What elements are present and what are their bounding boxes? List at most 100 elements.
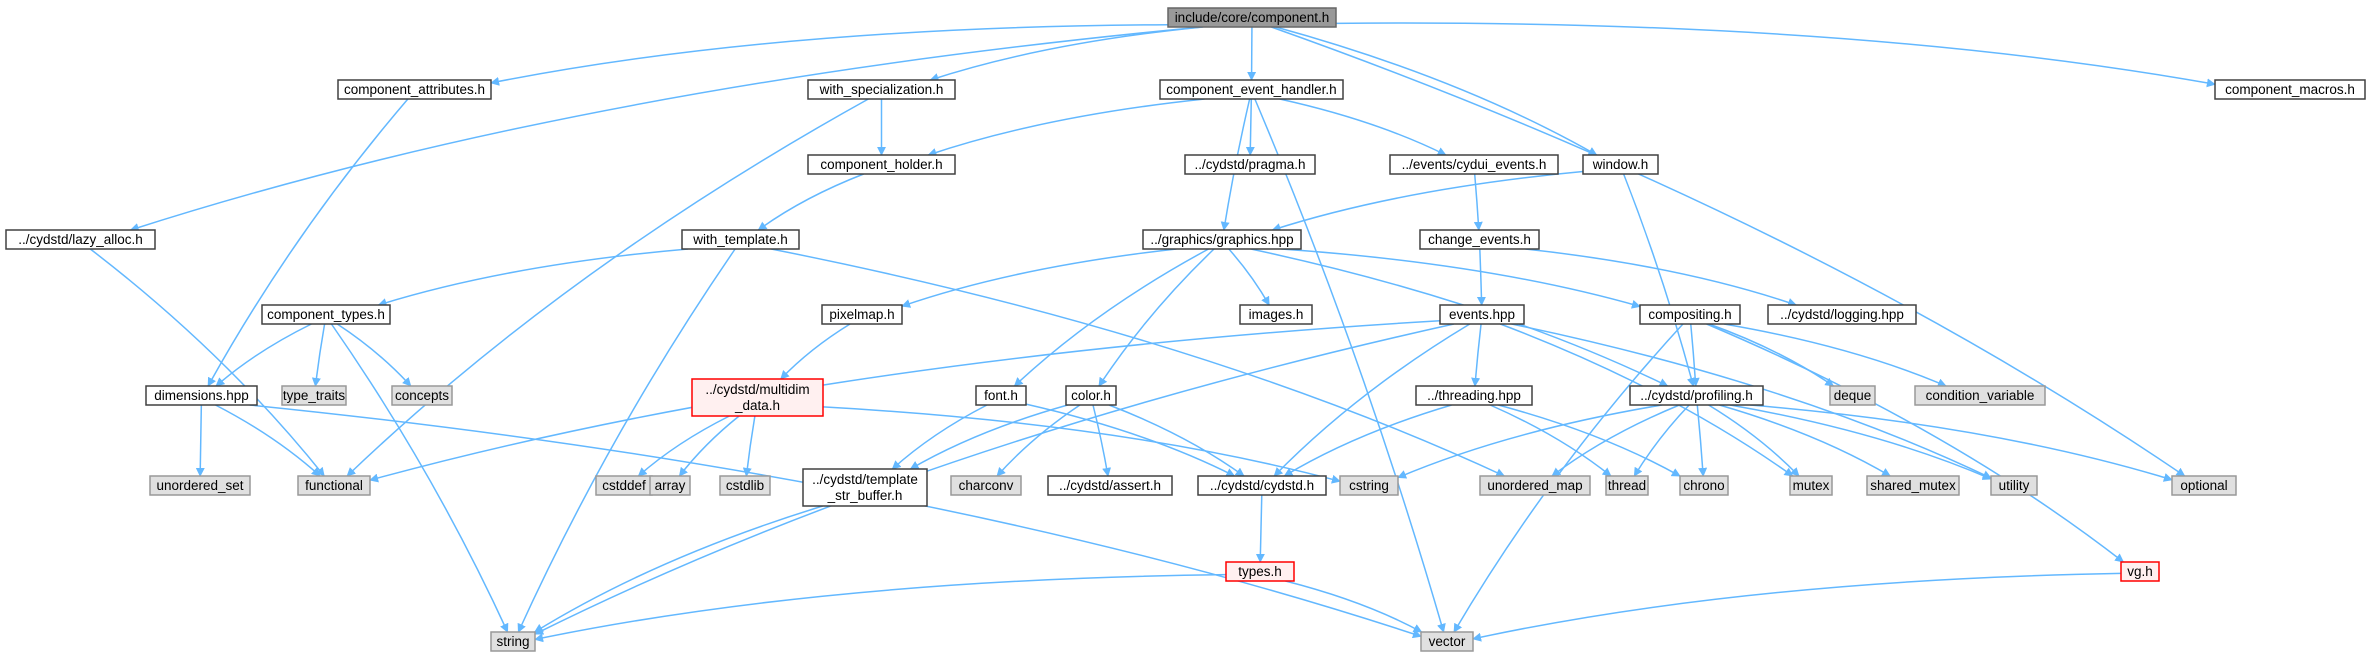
- node-label: component_macros.h: [2225, 82, 2355, 97]
- node-label: ../cydstd/multidim: [705, 382, 809, 397]
- edge-graphics-to-pixelmap: [901, 248, 1177, 308]
- edge-multidim-to-cstring: [822, 406, 1341, 484]
- edge-with_template-to-unordered_map: [771, 248, 1506, 477]
- edge-compositing-to-vg: [1706, 323, 2125, 563]
- edge-lazy_alloc-to-functional: [89, 248, 325, 477]
- edge-template_str-to-string: [533, 505, 823, 633]
- edge-types-to-vector: [1285, 580, 1423, 633]
- node-label: with_template.h: [692, 232, 788, 247]
- node-label: compositing.h: [1648, 307, 1731, 322]
- node-box: [145, 385, 258, 406]
- node-events[interactable]: events.hpp: [1439, 304, 1525, 325]
- edge-events-to-utility: [1511, 323, 1992, 479]
- node-multidim[interactable]: ../cydstd/multidim_data.h: [691, 378, 824, 417]
- node-box: [1419, 229, 1540, 250]
- edge-profiling-to-mutex: [1708, 404, 1800, 477]
- edge-change_events-to-events: [1476, 248, 1486, 306]
- node-optional: optional: [2171, 475, 2237, 496]
- node-images[interactable]: images.h: [1239, 304, 1313, 325]
- node-vector: vector: [1420, 631, 1474, 652]
- node-lazy_alloc[interactable]: ../cydstd/lazy_alloc.h: [5, 229, 156, 250]
- node-label: optional: [2180, 478, 2227, 493]
- edge-font-to-cydstd: [1025, 403, 1236, 477]
- node-change_events[interactable]: change_events.h: [1419, 229, 1540, 250]
- node-box: [649, 475, 691, 496]
- node-vg[interactable]: vg.h: [2120, 561, 2160, 582]
- node-color[interactable]: color.h: [1065, 385, 1117, 406]
- node-threading[interactable]: ../threading.hpp: [1415, 385, 1533, 406]
- node-box: [1439, 304, 1525, 325]
- node-label: ../cydstd/assert.h: [1059, 478, 1161, 493]
- node-box: [975, 385, 1027, 406]
- edge-color-to-template_str: [909, 404, 1068, 470]
- node-assert[interactable]: ../cydstd/assert.h: [1047, 475, 1173, 496]
- node-font[interactable]: font.h: [975, 385, 1027, 406]
- edge-color-to-assert: [1092, 404, 1112, 477]
- node-label: vector: [1429, 634, 1466, 649]
- node-label: vg.h: [2127, 564, 2153, 579]
- edge-profiling-to-shared_mutex: [1719, 404, 1891, 477]
- node-box: [337, 79, 492, 100]
- edge-compositing-to-deque: [1708, 323, 1835, 387]
- node-comp_evt[interactable]: component_event_handler.h: [1159, 79, 1344, 100]
- node-box: [1420, 631, 1474, 652]
- edge-dimensions-to-unordered_set: [195, 404, 205, 477]
- node-box: [1047, 475, 1173, 496]
- node-label: dimensions.hpp: [154, 388, 249, 403]
- node-box: [1639, 304, 1741, 325]
- node-graphics[interactable]: ../graphics/graphics.hpp: [1142, 229, 1302, 250]
- node-box: [681, 229, 800, 250]
- node-comp_holder[interactable]: component_holder.h: [807, 154, 956, 175]
- edge-events-to-cydstd: [1273, 323, 1471, 477]
- node-with_spec[interactable]: with_specialization.h: [807, 79, 956, 100]
- edge-profiling-to-thread: [1633, 404, 1690, 477]
- node-template_str[interactable]: ../cydstd/template_str_buffer.h: [802, 468, 928, 507]
- node-box: [719, 475, 771, 496]
- node-box: [691, 378, 824, 417]
- node-label: pixelmap.h: [829, 307, 894, 322]
- node-box: [802, 468, 928, 507]
- edge-events-to-threading: [1471, 323, 1482, 387]
- node-label: mutex: [1793, 478, 1830, 493]
- node-root[interactable]: include/core/component.h: [1167, 7, 1337, 28]
- node-with_template[interactable]: with_template.h: [681, 229, 800, 250]
- node-thread: thread: [1605, 475, 1649, 496]
- node-compositing[interactable]: compositing.h: [1639, 304, 1741, 325]
- node-logging[interactable]: ../cydstd/logging.hpp: [1767, 304, 1917, 325]
- node-label: type_traits: [283, 388, 346, 403]
- node-cydstd[interactable]: ../cydstd/cydstd.h: [1197, 475, 1327, 496]
- node-comp_types[interactable]: component_types.h: [261, 304, 391, 325]
- node-cydui_events[interactable]: ../events/cydui_events.h: [1389, 154, 1559, 175]
- edge-root-to-comp_attr: [490, 23, 1169, 86]
- node-pragma[interactable]: ../cydstd/pragma.h: [1184, 154, 1316, 175]
- node-box: [1679, 475, 1729, 496]
- edge-with_template-to-comp_types: [377, 248, 689, 307]
- node-label: ../cydstd/logging.hpp: [1780, 307, 1904, 322]
- node-box: [1415, 385, 1533, 406]
- node-label: _data.h: [734, 398, 780, 413]
- node-window[interactable]: window.h: [1582, 154, 1659, 175]
- node-shared_mutex: shared_mutex: [1866, 475, 1960, 496]
- node-box: [261, 304, 391, 325]
- node-label: ../cydstd/pragma.h: [1194, 157, 1305, 172]
- node-dimensions[interactable]: dimensions.hpp: [145, 385, 258, 406]
- node-box: [1197, 475, 1327, 496]
- node-label: ../cydstd/lazy_alloc.h: [18, 232, 143, 247]
- node-comp_attr[interactable]: component_attributes.h: [337, 79, 492, 100]
- node-types[interactable]: types.h: [1225, 561, 1295, 582]
- header-nodes: include/core/component.h component_attrib…: [5, 7, 2366, 652]
- node-cstdlib: cstdlib: [719, 475, 771, 496]
- edge-comp_holder-to-with_template: [757, 173, 864, 231]
- edge-window-to-profiling: [1622, 173, 1696, 387]
- node-box: [1184, 154, 1316, 175]
- node-box: [5, 229, 156, 250]
- node-box: [2171, 475, 2237, 496]
- edge-cydstd-to-types: [1255, 494, 1265, 563]
- node-array: array: [649, 475, 691, 496]
- node-pixelmap[interactable]: pixelmap.h: [821, 304, 903, 325]
- node-profiling[interactable]: ../cydstd/profiling.h: [1629, 385, 1764, 406]
- edge-compositing-to-cond_var: [1723, 323, 1947, 387]
- node-comp_macros[interactable]: component_macros.h: [2214, 79, 2366, 100]
- edge-pixelmap-to-multidim: [780, 323, 851, 380]
- node-box: [1829, 385, 1876, 406]
